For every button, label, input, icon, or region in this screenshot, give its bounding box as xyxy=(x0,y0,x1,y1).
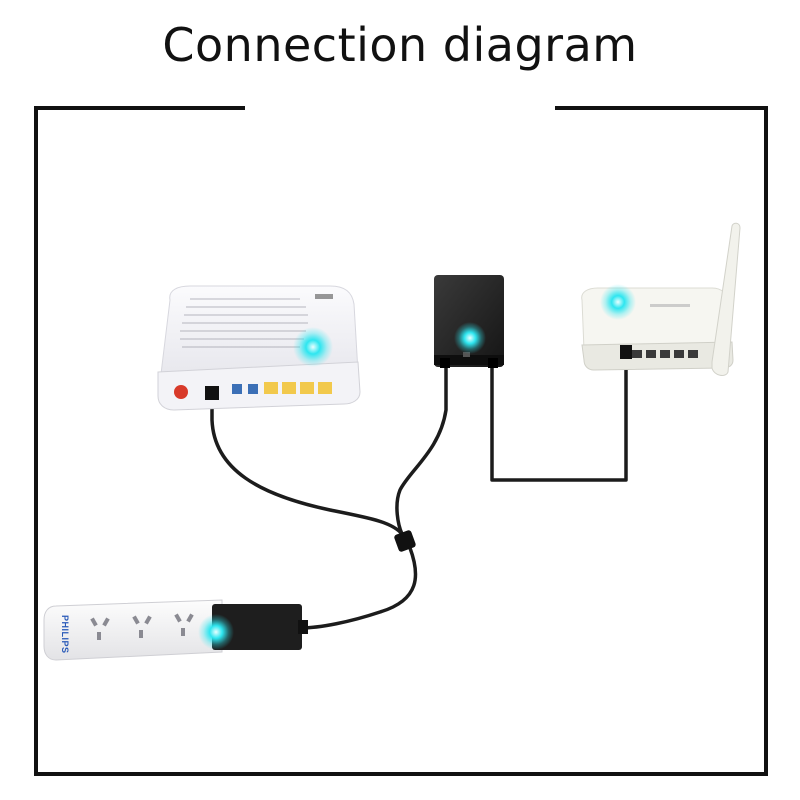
power-adapter xyxy=(212,604,302,650)
cables xyxy=(210,350,628,630)
modem-ports xyxy=(232,382,332,394)
power-strip-sockets xyxy=(90,613,194,640)
cable-modem xyxy=(210,396,404,536)
router-antenna xyxy=(711,222,741,376)
modem-power-port xyxy=(205,386,219,400)
modem-led-icon xyxy=(293,327,333,367)
ups-led-icon xyxy=(454,322,486,354)
cable-splitter xyxy=(394,530,416,552)
cable-ups-right-to-router xyxy=(490,350,628,482)
modem-vent-pattern xyxy=(180,298,308,348)
brand-label: PHILIPS xyxy=(60,615,70,654)
router-led-icon xyxy=(600,284,636,320)
cable-ups-left xyxy=(395,366,448,536)
modem xyxy=(157,285,361,411)
wifi-router xyxy=(581,222,741,376)
diagram-title: Connection diagram xyxy=(162,18,638,72)
ups-battery-pack xyxy=(434,275,504,368)
frame-border xyxy=(34,106,768,776)
power-strip xyxy=(43,599,308,661)
power-strip-brand: PHILIPS xyxy=(52,615,72,659)
cable-to-strip xyxy=(298,546,418,630)
router-ports xyxy=(632,350,698,358)
adapter-led-icon xyxy=(198,614,234,650)
modem-power-button xyxy=(174,385,188,399)
